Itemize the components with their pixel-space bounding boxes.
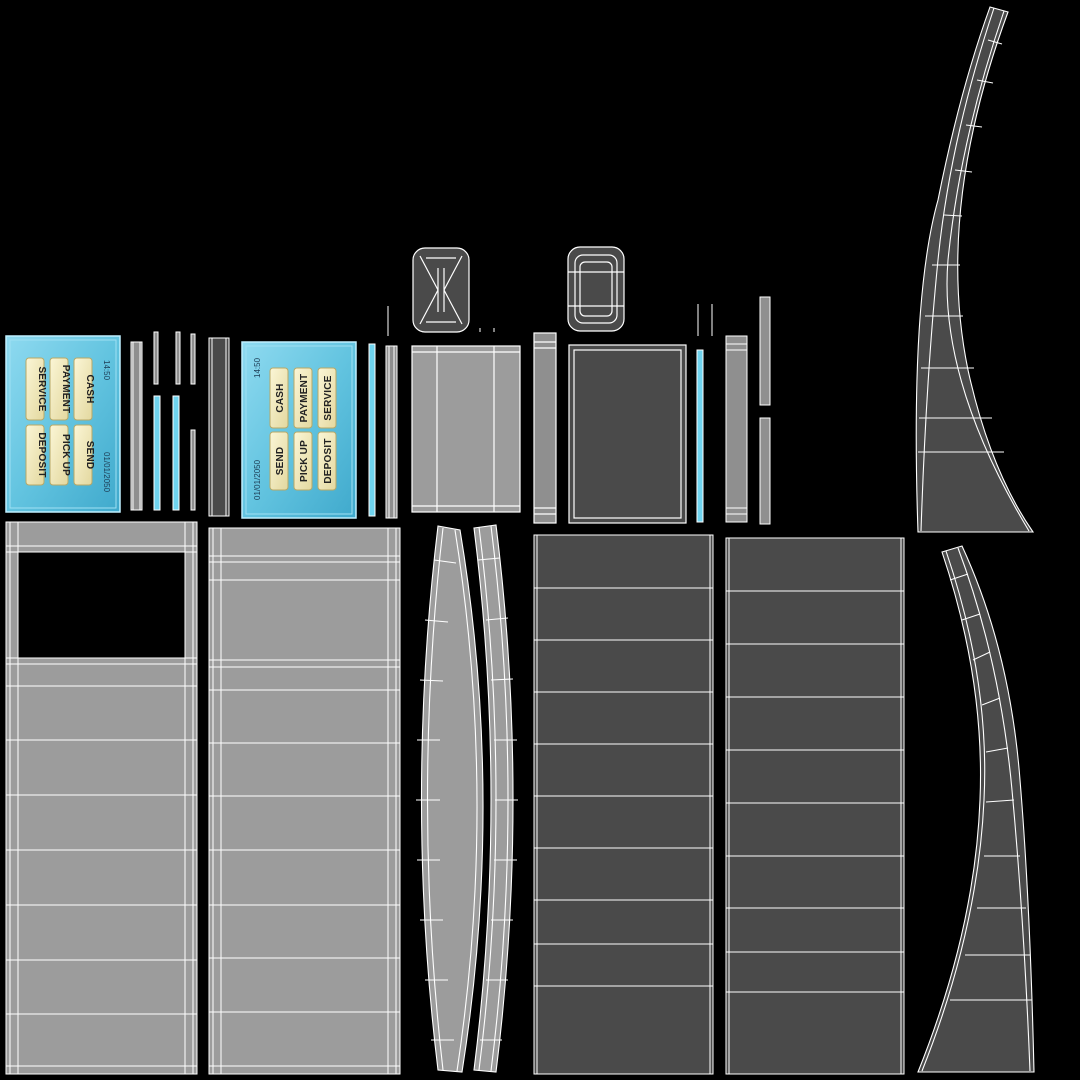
- screen-a-button-payment: [49, 357, 69, 421]
- screen-b-button-deposit: [317, 431, 337, 491]
- screen-a-label-deposit: DEPOSIT: [36, 432, 47, 477]
- front-panel-with-screen-opening: [5, 521, 198, 1075]
- thin-strips: [130, 296, 771, 525]
- screen-a-label-pickup: PICK UP: [60, 434, 71, 476]
- screen-b-label-deposit: DEPOSIT: [323, 438, 334, 483]
- screen-a-label-payment: PAYMENT: [60, 365, 71, 414]
- side-panel-dark-large-1: [533, 534, 714, 1075]
- swept-wing-bottom: [917, 545, 1035, 1073]
- screen-b-button-cash: [269, 367, 289, 429]
- curved-strip-right: [473, 524, 518, 1073]
- swept-wing-top: [915, 6, 1035, 533]
- screen-a-date: 01/01/2050: [102, 452, 111, 493]
- screen-b-date: 01/01/2050: [253, 459, 262, 500]
- curved-strip-left: [416, 525, 484, 1073]
- screen-a-button-send: [73, 424, 93, 486]
- screen-b-time: 14:50: [253, 357, 262, 378]
- screen-b-label-payment: PAYMENT: [299, 374, 310, 423]
- narrow-panel: [533, 332, 557, 524]
- screen-a-button-service: [25, 357, 45, 421]
- screen-b-label-pickup: PICK UP: [299, 440, 310, 482]
- screen-b-label-send: SEND: [275, 447, 286, 476]
- back-panel: [208, 527, 401, 1075]
- screen-b-button-pickup: [293, 431, 313, 491]
- atm-screen-texture: CASH PAYMENT SERVICE SEND PICK UP DEPOSI…: [241, 341, 357, 519]
- screen-b-label-cash: CASH: [275, 383, 286, 412]
- side-panel-dark-large-2: [725, 537, 905, 1075]
- screen-b-label-service: SERVICE: [323, 375, 334, 420]
- screen-a-button-cash: [73, 357, 93, 421]
- screen-b-button-service: [317, 367, 337, 429]
- screen-a-time: 14:50: [102, 360, 111, 381]
- screen-a-button-deposit: [25, 424, 45, 486]
- screen-b-button-payment: [293, 367, 313, 429]
- side-panel-light: [411, 345, 521, 513]
- atm-screen-texture-flipped: DEPOSIT PICK UP SEND SERVICE PAYMENT CAS…: [5, 335, 121, 513]
- screen-a-label-service: SERVICE: [36, 366, 47, 411]
- rounded-cap-2: [567, 246, 625, 332]
- side-panel-dark: [568, 344, 687, 524]
- screen-a-button-pickup: [49, 424, 69, 486]
- rounded-cap-1: [412, 247, 470, 333]
- screen-a-label-cash: CASH: [84, 374, 95, 403]
- screen-a-label-send: SEND: [84, 441, 95, 470]
- screen-b-button-send: [269, 431, 289, 491]
